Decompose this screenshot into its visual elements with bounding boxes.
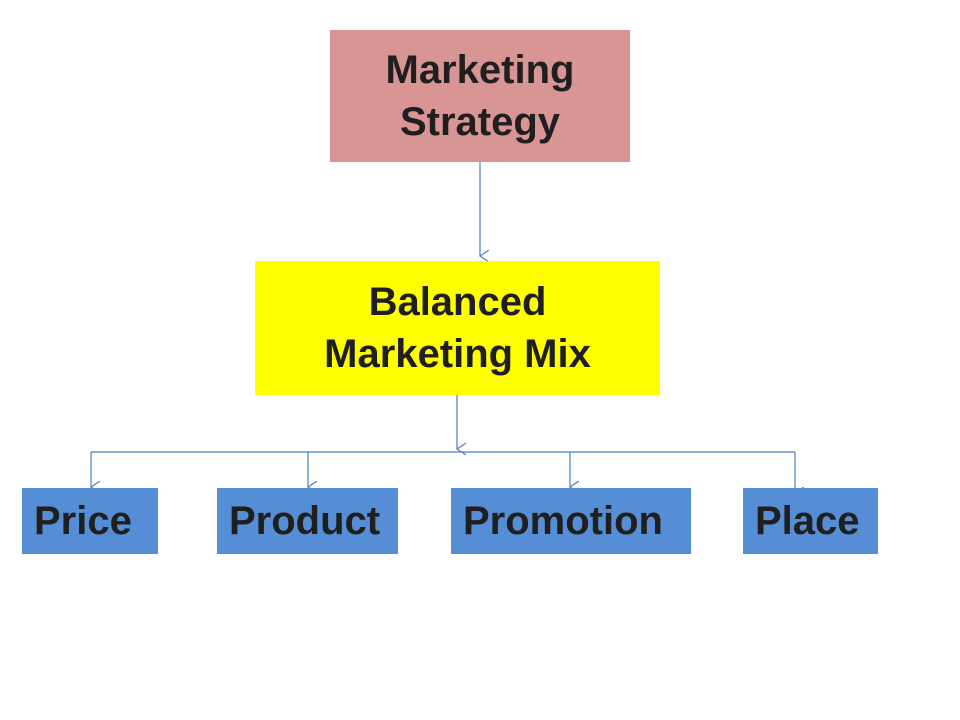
node-place-label: Place (755, 499, 860, 543)
node-price: Price (22, 488, 158, 554)
node-product-label: Product (229, 499, 381, 543)
node-marketing-strategy: Marketing Strategy (330, 30, 630, 162)
node-balanced-marketing-mix-label: Balanced Marketing Mix (324, 280, 591, 376)
node-place: Place (743, 488, 878, 554)
node-price-label: Price (34, 499, 132, 543)
node-product: Product (217, 488, 398, 554)
node-marketing-strategy-label: Marketing Strategy (385, 48, 575, 144)
node-promotion: Promotion (451, 488, 691, 554)
node-balanced-marketing-mix: Balanced Marketing Mix (255, 261, 660, 395)
node-promotion-label: Promotion (463, 499, 663, 543)
